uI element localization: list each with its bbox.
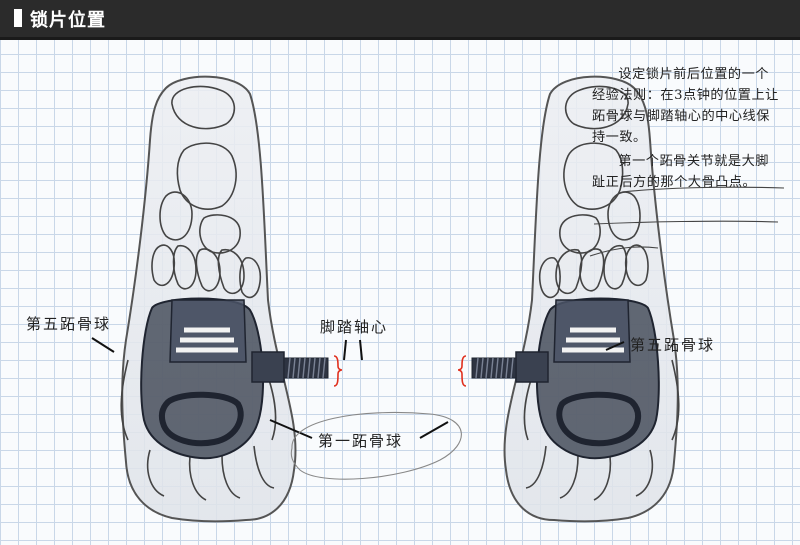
right-axle-bracket: [457, 355, 467, 387]
pointer-first-left: [269, 419, 313, 439]
note-paragraph-rule: 设定锁片前后位置的一个经验法则：在3点钟的位置上让跖骨球与脚踏轴心的中心线保持一…: [592, 67, 779, 145]
axle-center-brackets: [333, 355, 467, 387]
right-pedal-hub: [515, 351, 549, 383]
right-pedal-axle: [471, 357, 517, 379]
right-pedal: [471, 297, 660, 460]
label-first-metatarsal: 第一跖骨球: [318, 432, 404, 450]
right-foot-bones: [523, 85, 680, 501]
left-axle-bracket: [333, 355, 343, 387]
pointer-fifth-right: [605, 341, 625, 351]
title-accent-mark: [14, 9, 22, 27]
pointer-first-right: [419, 421, 449, 439]
feet-pedal-diagram: [91, 75, 785, 523]
page-title: 锁片位置: [30, 10, 106, 31]
pointer-fifth-left: [91, 337, 115, 353]
left-cleat-ridges: [176, 327, 238, 353]
pointer-axle-right: [359, 339, 363, 361]
explanation-note: 设定锁片前后位置的一个经验法则：在3点钟的位置上让跖骨球与脚踏轴心的中心线保持一…: [592, 64, 782, 193]
left-pedal: [140, 297, 329, 460]
left-pedal-axle: [283, 357, 329, 379]
first-metatarsal-highlight-circle: [290, 411, 462, 480]
pointer-axle-left: [343, 339, 347, 361]
note-paragraph-definition: 第一个跖骨关节就是大脚趾正后方的那个大骨凸点。: [592, 154, 769, 190]
label-fifth-metatarsal-right: 第五跖骨球: [630, 336, 716, 354]
label-fifth-metatarsal-left: 第五跖骨球: [26, 315, 112, 333]
right-pedal-cage: [556, 391, 642, 447]
pointer-lines: [91, 337, 625, 439]
right-cleat-ridges: [562, 327, 624, 353]
left-pedal-cage: [158, 391, 244, 447]
note-underlines: [589, 186, 785, 257]
label-pedal-axle: 脚踏轴心: [320, 318, 389, 336]
left-pedal-hub: [251, 351, 285, 383]
title-bar: 锁片位置: [0, 0, 800, 40]
